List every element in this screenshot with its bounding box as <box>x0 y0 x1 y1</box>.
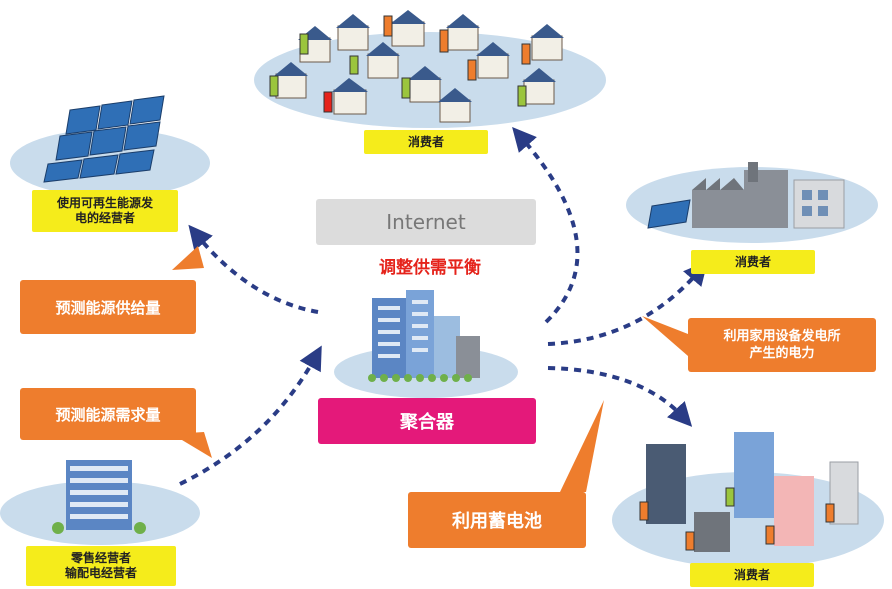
arrow-to-city-consumer <box>547 366 693 427</box>
aggregator-buildings-illustration <box>368 290 480 382</box>
factory-illustration <box>647 162 845 229</box>
forecast-supply-callout: 预测能源供给量 <box>20 280 196 334</box>
forecast-demand-callout: 预测能源需求量 <box>20 388 196 440</box>
battery-callout: 利用蓄电池 <box>408 492 586 548</box>
callout-tail-supply <box>172 246 204 270</box>
renewable-line2: 电的经营者 <box>74 211 135 225</box>
arrow-to-top-consumer <box>512 126 580 324</box>
consumer-factory-label: 消费者 <box>691 250 815 274</box>
callout-tail-battery <box>560 400 604 492</box>
arrow-to-renewable <box>188 224 319 314</box>
internet-box: Internet <box>316 199 536 245</box>
household-power-callout: 利用家用设备发电所 产生的电力 <box>688 318 876 372</box>
consumer-top-label: 消费者 <box>364 130 488 154</box>
consumer-top-text: 消费者 <box>407 134 444 149</box>
renewable-line1: 使用可再生能源发 <box>56 196 153 210</box>
household-line1: 利用家用设备发电所 <box>723 329 841 344</box>
consumer-city-text: 消费者 <box>733 567 770 582</box>
retail-operator-label: 零售经营者 输配电经营者 <box>26 546 176 586</box>
solar-panels-illustration <box>43 95 165 183</box>
city-buildings-illustration <box>639 432 859 552</box>
consumer-city-label: 消费者 <box>690 563 814 587</box>
aggregator-box: 聚合器 <box>318 398 536 444</box>
office-building-illustration <box>52 460 146 534</box>
balance-title: 调整供需平衡 <box>379 258 481 278</box>
callout-tail-household <box>642 316 688 356</box>
arrow-from-retail <box>179 345 322 486</box>
consumer-factory-text: 消费者 <box>734 254 771 269</box>
houses-illustration <box>269 10 564 123</box>
retail-line2: 输配电经营者 <box>64 566 137 580</box>
renewable-operator-label: 使用可再生能源发 电的经营者 <box>32 190 178 232</box>
household-line2: 产生的电力 <box>749 346 815 361</box>
flow-arrows <box>179 126 708 486</box>
retail-line1: 零售经营者 <box>70 551 131 565</box>
